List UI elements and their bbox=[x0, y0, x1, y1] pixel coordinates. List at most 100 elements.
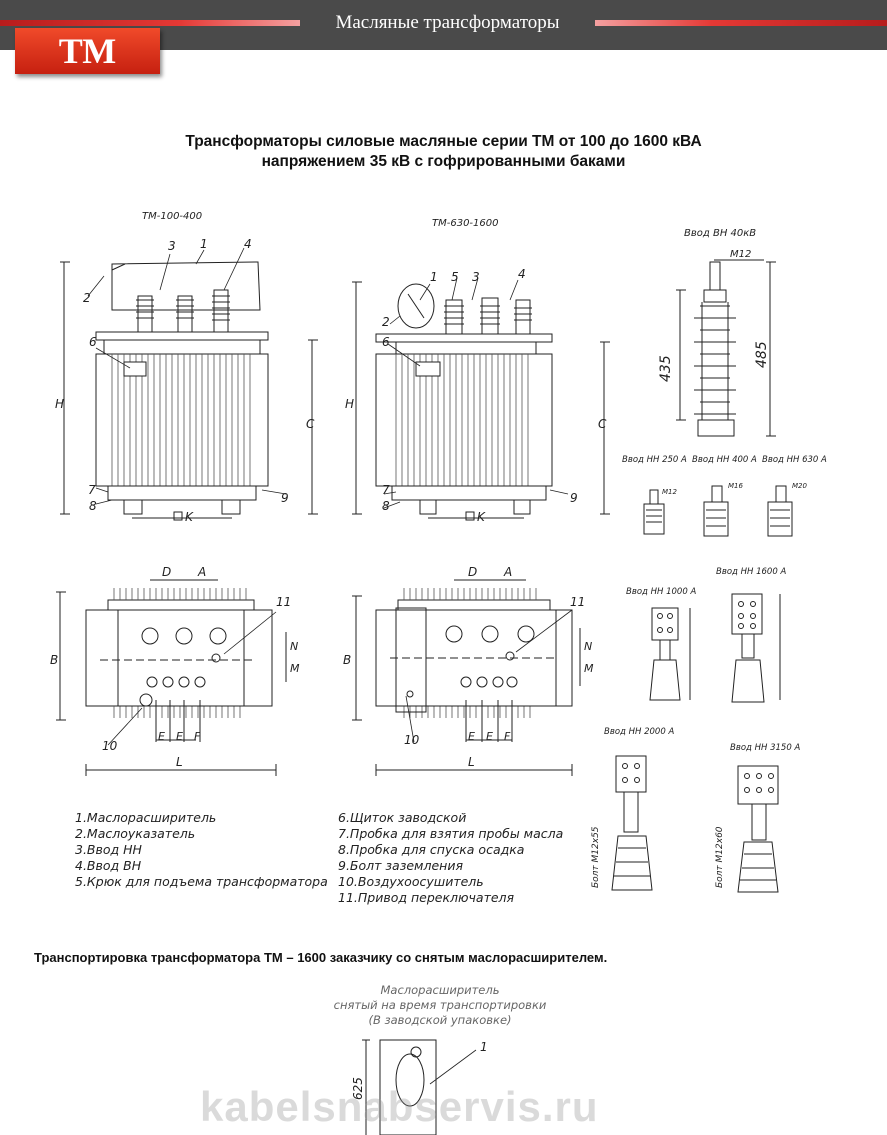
callout-9-small: 9 bbox=[281, 491, 289, 505]
dim-D-small: D bbox=[162, 565, 171, 579]
callout-4-small: 4 bbox=[244, 237, 252, 251]
callout-4-large: 4 bbox=[518, 267, 526, 281]
legend-item: 5.Крюк для подъема трансформатора bbox=[75, 874, 328, 889]
callout-6-small: 6 bbox=[89, 335, 97, 349]
dim-B-small: B bbox=[50, 653, 58, 667]
dim-A-small: A bbox=[197, 565, 206, 579]
document-title-line-2: напряжением 35 кВ с гофрированными бакам… bbox=[261, 153, 626, 170]
dim-E2-small: E bbox=[176, 730, 183, 743]
dim-E1-small: E bbox=[158, 730, 165, 743]
dim-435: 435 bbox=[658, 355, 674, 382]
legend-item: 6.Щиток заводской bbox=[338, 810, 467, 825]
dim-E1-large: E bbox=[468, 730, 475, 743]
callout-2-large: 2 bbox=[382, 315, 390, 329]
callout-10-small: 10 bbox=[102, 739, 118, 753]
callout-9-large: 9 bbox=[570, 491, 578, 505]
legend-item: 7.Пробка для взятия пробы масла bbox=[338, 826, 564, 841]
legend-item: 11.Привод переключателя bbox=[338, 890, 515, 905]
dim-M-small: M bbox=[290, 662, 300, 675]
transport-heading: Транспортировка трансформатора ТМ – 1600… bbox=[34, 950, 608, 965]
conservator-transport-drawing: 625 1 bbox=[351, 1039, 488, 1135]
callout-5-large: 5 bbox=[451, 270, 459, 284]
legend-left: 1.Маслорасширитель 2.Маслоуказатель 3.Вв… bbox=[75, 810, 328, 890]
tm-logo: ТМ bbox=[15, 28, 160, 74]
callout-1-small: 1 bbox=[200, 237, 208, 251]
legend-item: 3.Ввод НН bbox=[75, 842, 142, 857]
legend-item: 9.Болт заземления bbox=[338, 858, 463, 873]
label-model-large: ТМ-630-1600 bbox=[432, 218, 499, 229]
callout-8-large: 8 bbox=[382, 499, 390, 513]
dim-N-small: N bbox=[290, 640, 298, 653]
label-lv-2000: Ввод НН 2000 А bbox=[604, 727, 674, 737]
dim-M-large: M bbox=[584, 662, 594, 675]
dim-B-large: B bbox=[343, 653, 351, 667]
conservator-note-line-3: (В заводской упаковке) bbox=[368, 1013, 512, 1027]
legend-item: 10.Воздухоосушитель bbox=[338, 874, 484, 889]
label-lv-3150: Ввод НН 3150 А bbox=[730, 743, 800, 753]
dim-C-large: C bbox=[598, 417, 607, 431]
conservator-note: Маслорасширитель снятый на время транспо… bbox=[300, 983, 580, 1028]
label-bolt-m12x55: Болт М12х55 bbox=[591, 826, 601, 888]
dim-F-small: F bbox=[194, 730, 201, 743]
callout-6-large: 6 bbox=[382, 335, 390, 349]
callout-7-small: 7 bbox=[88, 483, 96, 497]
conservator-note-line-2: снятый на время транспортировки bbox=[333, 998, 547, 1012]
front-view-small: ТМ-100-400 H C K 2 1 3 4 6 7 8 9 bbox=[55, 211, 318, 524]
lv-bushings-row: Ввод НН 250 А Ввод НН 400 А Ввод НН 630 … bbox=[622, 455, 827, 537]
callout-2-small: 2 bbox=[83, 291, 91, 305]
dim-H-large: H bbox=[345, 397, 354, 411]
watermark: kabelsnabservis.ru bbox=[200, 1083, 599, 1130]
dim-485: 485 bbox=[754, 341, 770, 368]
top-view-large: B L D A E E F N M 11 10 bbox=[343, 565, 594, 776]
lv-2000-3150-detail: Ввод НН 2000 А Ввод НН 3150 А Болт М12х5… bbox=[591, 727, 800, 893]
legend-item: 2.Маслоуказатель bbox=[75, 826, 196, 841]
header-accent-line-left bbox=[0, 20, 300, 26]
callout-11-large: 11 bbox=[570, 595, 585, 609]
label-lv-250: Ввод НН 250 А bbox=[622, 455, 687, 465]
dim-H-small: H bbox=[55, 397, 64, 411]
header-title: Масляные трансформаторы bbox=[335, 12, 560, 33]
callout-3-small: 3 bbox=[168, 239, 176, 253]
label-lv-400: Ввод НН 400 А bbox=[692, 455, 757, 465]
document-title-line-1: Трансформаторы силовые масляные серии ТМ… bbox=[185, 133, 702, 150]
callout-7-large: 7 bbox=[382, 483, 390, 497]
dim-625: 625 bbox=[351, 1077, 365, 1100]
legend-item: 4.Ввод ВН bbox=[75, 858, 142, 873]
legend-item: 1.Маслорасширитель bbox=[75, 810, 217, 825]
label-hv-bushing: Ввод ВН 40кВ bbox=[684, 228, 756, 239]
label-model-small: ТМ-100-400 bbox=[142, 211, 202, 222]
label-lv-630: Ввод НН 630 А bbox=[762, 455, 827, 465]
label-lv-1000: Ввод НН 1000 А bbox=[626, 587, 696, 597]
label-bolt-m12x60: Болт М12х60 bbox=[715, 826, 725, 888]
callout-11-small: 11 bbox=[276, 595, 291, 609]
dim-C-small: C bbox=[306, 417, 315, 431]
callout-1-transport: 1 bbox=[480, 1040, 488, 1054]
callout-8-small: 8 bbox=[89, 499, 97, 513]
conservator-note-line-1: Маслорасширитель bbox=[380, 983, 500, 997]
label-lv-m16: М16 bbox=[728, 482, 743, 490]
header-accent-line-right bbox=[595, 20, 887, 26]
label-lv-1600: Ввод НН 1600 А bbox=[716, 567, 786, 577]
callout-10-large: 10 bbox=[404, 733, 420, 747]
hv-bushing-detail: Ввод ВН 40кВ М12 435 485 bbox=[658, 228, 776, 437]
label-m12: М12 bbox=[730, 249, 751, 260]
top-view-small: B L D A E E F N M 11 10 bbox=[50, 565, 300, 776]
dim-E2-large: E bbox=[486, 730, 493, 743]
callout-1-large: 1 bbox=[430, 270, 438, 284]
label-lv-m12: М12 bbox=[662, 488, 677, 496]
dim-N-large: N bbox=[584, 640, 592, 653]
document-title: Трансформаторы силовые масляные серии ТМ… bbox=[0, 132, 887, 172]
label-lv-m20: М20 bbox=[792, 482, 807, 490]
dim-F-large: F bbox=[504, 730, 511, 743]
lv-1000-1600-detail: Ввод НН 1000 А Ввод НН 1600 А bbox=[626, 567, 786, 703]
dim-D-large: D bbox=[468, 565, 477, 579]
dim-K-large: K bbox=[477, 510, 486, 524]
dim-L-small: L bbox=[176, 755, 183, 769]
front-view-large: ТМ-630-1600 H C K 1 2 3 4 5 6 7 8 9 bbox=[345, 218, 610, 524]
dim-K-small: K bbox=[185, 510, 194, 524]
dim-L-large: L bbox=[468, 755, 475, 769]
callout-3-large: 3 bbox=[472, 270, 480, 284]
legend-right: 6.Щиток заводской 7.Пробка для взятия пр… bbox=[338, 810, 563, 906]
dim-A-large: A bbox=[503, 565, 512, 579]
